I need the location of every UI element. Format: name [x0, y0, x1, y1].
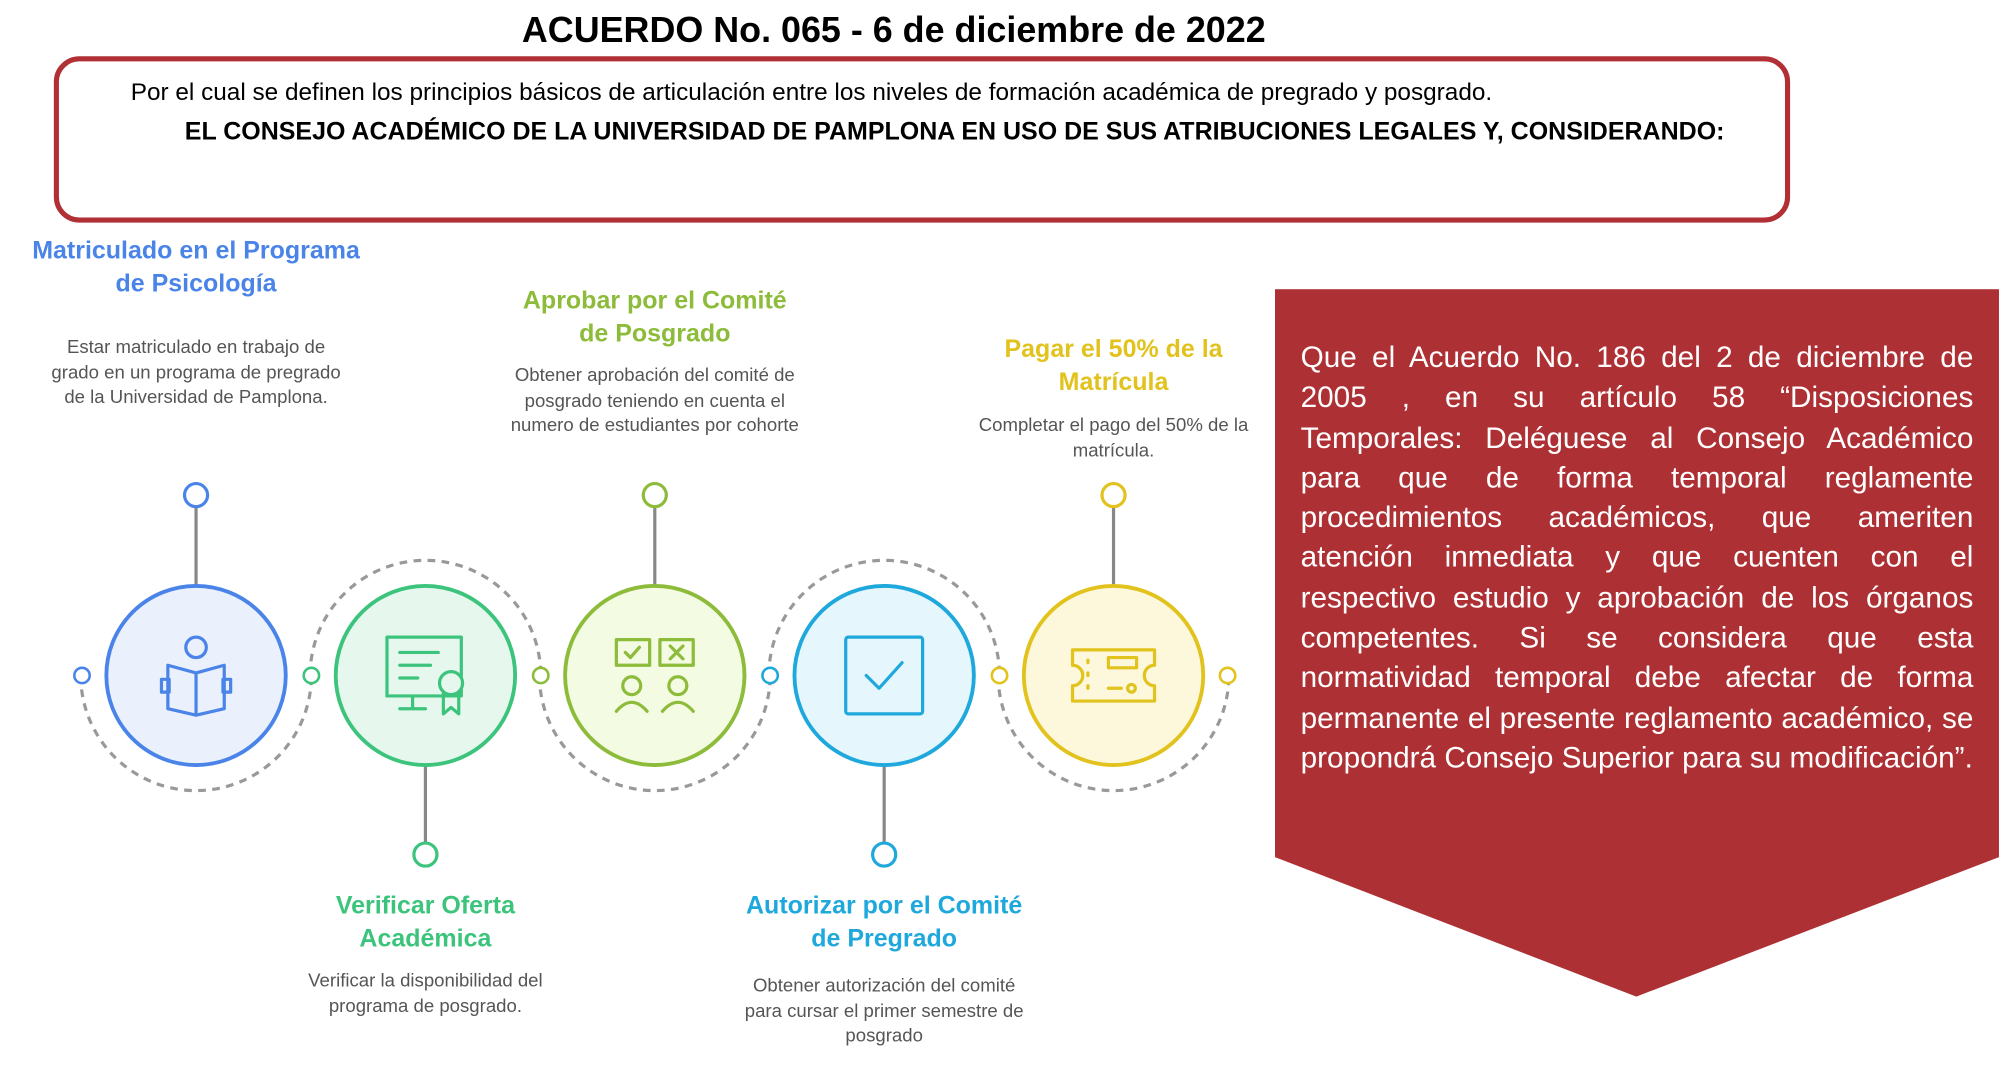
step-title: Aprobar por el Comité de Posgrado — [522, 286, 787, 348]
step-desc: Obtener autorización del comité para cur… — [744, 976, 1024, 1047]
step-circle — [333, 584, 518, 767]
step-circle — [563, 584, 747, 767]
checkbox-icon — [844, 635, 925, 716]
icon-stroke — [1126, 682, 1137, 694]
icon-stroke — [1086, 658, 1123, 690]
icon-stroke — [159, 677, 171, 694]
reading-person-icon — [159, 635, 233, 717]
junction-dot — [73, 666, 91, 685]
icon-stroke — [658, 638, 695, 667]
step-title: Verificar Oferta Académica — [335, 891, 516, 954]
considerando-panel — [1274, 289, 1999, 997]
page-title: ACUERDO No. 065 - 6 de diciembre de 2022 — [521, 10, 1266, 50]
junction-dot — [302, 666, 321, 685]
subtitle: Por el cual se definen los principios bá… — [130, 79, 1493, 107]
step-desc: Verificar la disponibilidad del programa… — [308, 970, 543, 1017]
step-desc: Obtener aprobación del comité de posgrad… — [510, 365, 799, 437]
icon-stroke — [844, 635, 925, 716]
process-diagram — [73, 481, 1237, 868]
icon-stroke — [667, 675, 689, 697]
icon-stroke — [385, 635, 463, 698]
header-box — [53, 56, 1791, 223]
icon-stroke — [614, 700, 695, 713]
icon-stroke — [1070, 648, 1157, 703]
junction-dot — [990, 666, 1009, 685]
step-circle — [792, 584, 976, 767]
milestone-dot — [1100, 481, 1127, 509]
icon-stroke — [1106, 655, 1139, 670]
council-statement: EL CONSEJO ACADÉMICO DE LA UNIVERSIDAD D… — [184, 117, 1725, 146]
icon-stroke — [623, 644, 685, 661]
icon-stroke — [621, 675, 643, 697]
icon-stroke — [184, 635, 208, 660]
icon-stroke — [398, 650, 440, 711]
ticket-icon — [1070, 648, 1157, 703]
milestone-dot — [412, 841, 439, 868]
certificate-icon — [385, 635, 465, 716]
junction-dot — [761, 666, 780, 685]
junction-dot — [1218, 666, 1237, 685]
step-title: Autorizar por el Comité de Pregrado — [746, 891, 1023, 954]
icon-stroke — [864, 661, 904, 690]
milestone-dot — [641, 481, 668, 509]
voting-people-icon — [614, 638, 695, 713]
step-desc: Completar el pago del 50% de la matrícul… — [978, 415, 1249, 462]
step-desc: Estar matriculado en trabajo de grado en… — [51, 337, 341, 409]
considerando-text: Que el Acuerdo No. 186 del 2 de diciembr… — [1300, 340, 1974, 774]
icon-stroke — [166, 663, 226, 717]
icon-stroke — [221, 677, 233, 694]
junction-dot — [531, 666, 550, 685]
step-title: Matriculado en el Programa de Psicología — [32, 236, 360, 299]
milestone-dot — [182, 481, 210, 509]
step-circle — [1021, 584, 1206, 767]
icon-stroke — [614, 638, 652, 667]
milestone-dot — [871, 841, 898, 868]
icon-stroke — [437, 670, 465, 697]
icon-stroke — [441, 691, 461, 716]
step-title: Pagar el 50% de la Matrícula — [1004, 335, 1223, 397]
